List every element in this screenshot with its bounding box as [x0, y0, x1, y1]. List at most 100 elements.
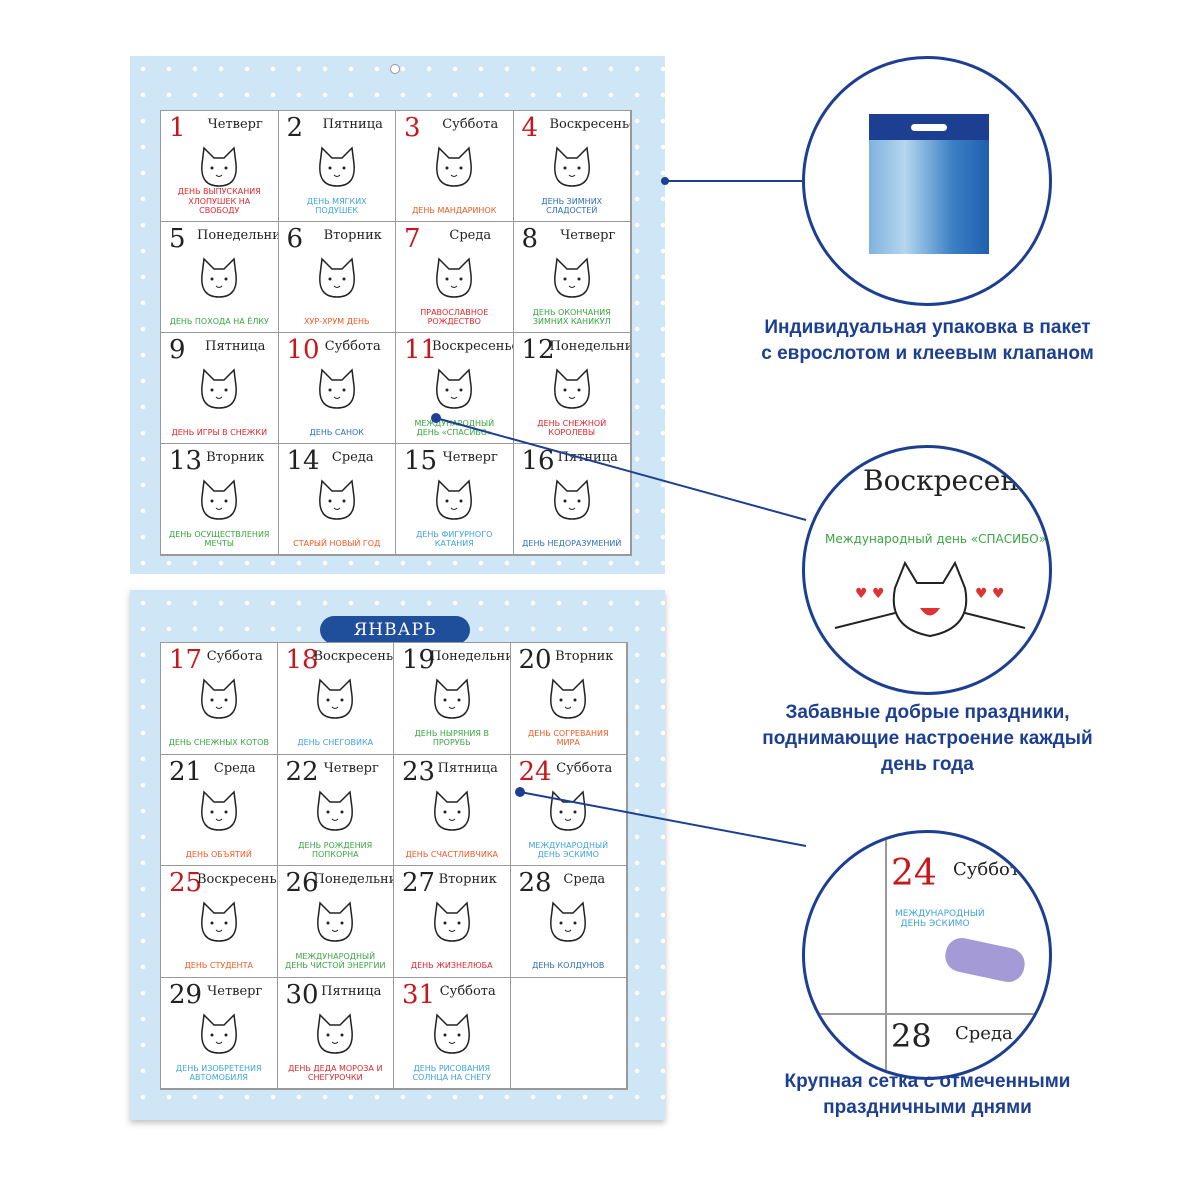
day-number: 21 — [169, 756, 203, 787]
holiday-label: День осуществления мечты — [168, 529, 270, 548]
day-number: 30 — [285, 979, 319, 1010]
holiday-label: День изобретения автомобиля — [175, 1063, 262, 1082]
holiday-label: День объятий — [185, 849, 252, 859]
weekday: Понедельник — [313, 872, 394, 887]
package-image — [869, 114, 989, 254]
eskimo-icon — [942, 935, 1028, 985]
holiday-label: День согревания мира — [527, 729, 609, 748]
cat-illustration-icon — [318, 257, 355, 298]
cat-illustration-icon — [201, 368, 238, 409]
caption-holidays: Забавные добрые праздники, поднимающие н… — [762, 702, 1093, 775]
holiday-label: Международный день эскимо — [528, 840, 609, 859]
day-cell: 30 Пятница День Деда Мороза и Снегурочки — [277, 977, 394, 1089]
day-number: 3 — [404, 113, 421, 143]
weekday: Среда — [331, 450, 374, 465]
day-number: 9 — [169, 335, 186, 365]
day-cell: 9 Пятница День игры в снежки — [161, 333, 279, 444]
day-number: 11 — [404, 335, 438, 365]
zoom-weekday: Воскресенье — [863, 464, 1051, 497]
weekday: Среда — [563, 872, 606, 887]
holiday-label: День снежных котов — [168, 738, 269, 748]
day-cell: 29 Четверг День изобретения автомобиля — [161, 977, 278, 1089]
day-cell: 14 Среда Старый Новый год — [278, 444, 396, 555]
day-number: 20 — [518, 645, 552, 675]
weekday: Четверг — [560, 228, 616, 243]
day-cell: 19 Понедельник День ныряния в прорубь — [394, 643, 511, 755]
cat-illustration-icon — [553, 368, 590, 409]
day-cell: 8 Четверг День окончания зимних каникул — [513, 222, 631, 333]
holiday-label: День игры в снежки — [171, 427, 268, 437]
holiday-label: День Деда Мороза и Снегурочки — [288, 1063, 383, 1082]
holiday-label: День окончания зимних каникул — [532, 307, 611, 326]
cat-illustration-icon — [200, 901, 237, 943]
holiday-label: День мягких подушек — [306, 196, 367, 215]
weekday: Вторник — [323, 228, 382, 243]
caption-grid: Крупная сетка с отмеченными праздничными… — [784, 1071, 1071, 1118]
weekday: Пятница — [322, 117, 383, 132]
day-cell: 5 Понедельник День похода на ёлку — [161, 222, 279, 333]
svg-text:♥ ♥: ♥ ♥ — [855, 586, 885, 602]
holiday-label: День ныряния в прорубь — [414, 729, 489, 748]
cat-illustration-icon — [317, 790, 354, 831]
day-number: 26 — [285, 868, 319, 898]
cat-illustration-icon — [318, 368, 355, 409]
holiday-label: День мандаринок — [412, 205, 497, 215]
cat-illustration-icon — [433, 901, 470, 943]
cat-illustration-icon — [553, 146, 590, 187]
holiday-label: День снеговика — [297, 738, 374, 748]
day-cell: 2 Пятница День мягких подушек — [278, 111, 396, 222]
day-cell: 21 Среда День объятий — [161, 754, 278, 866]
day-number: 10 — [286, 335, 320, 365]
holiday-label: День счастливчика — [405, 849, 498, 859]
holiday-label: День рисования солнца на снегу — [412, 1063, 492, 1082]
day-number: 19 — [402, 645, 436, 675]
day-cell: 12 Понедельник День снежной королевы — [513, 333, 631, 444]
cat-illustration-icon — [436, 479, 473, 520]
day-cell: 18 Воскресенье День снеговика — [277, 643, 394, 755]
day-cell: 24 Суббота Международный день эскимо — [510, 754, 627, 866]
day-cell: 26 Понедельник Международный день чистой… — [277, 866, 394, 978]
weekday: Вторник — [438, 872, 497, 887]
weekday: Воскресенье — [549, 117, 631, 132]
cat-illustration-icon — [317, 901, 354, 943]
holiday-label: Православное Рождество — [420, 307, 489, 326]
holiday-label: День санок — [309, 427, 364, 437]
zoom-day-number: 28 — [891, 1017, 932, 1055]
day-number: 27 — [402, 868, 436, 898]
day-number: 22 — [285, 756, 319, 787]
day-number: 18 — [285, 645, 319, 675]
weekday: Четверг — [207, 983, 263, 999]
day-number: 23 — [402, 756, 436, 787]
weekday: Воскресенье — [197, 872, 278, 887]
day-number: 1 — [169, 113, 186, 143]
holiday-label: Международный день чистой энергии — [285, 952, 386, 971]
holiday-label: Хур-хрум день — [304, 316, 370, 326]
day-cell: 23 Пятница День счастливчика — [394, 754, 511, 866]
day-cell: 4 Воскресенье День зимних сладостей — [513, 111, 631, 222]
calendar-grid-top: 1 Четверг День выпускания хлопушек на св… — [160, 110, 632, 556]
cat-illustration-icon — [317, 678, 354, 720]
weekday: Суббота — [206, 649, 263, 664]
day-number: 5 — [169, 224, 186, 254]
cat-illustration-icon — [433, 678, 470, 720]
cat-illustration-icon — [318, 479, 355, 520]
holiday-label: День снежной королевы — [537, 418, 607, 437]
day-cell: 27 Вторник День жизнелюба — [394, 866, 511, 978]
day-number: 14 — [286, 446, 320, 476]
cat-illustration-icon — [436, 368, 473, 409]
day-number: 2 — [286, 113, 304, 143]
zoom-day-number: 24 — [891, 853, 937, 894]
weekday: Пятница — [321, 983, 382, 999]
cat-illustration-icon — [433, 1013, 470, 1054]
day-number: 31 — [402, 979, 436, 1010]
day-cell: 20 Вторник День согревания мира — [510, 643, 627, 755]
svg-text:♥ ♥: ♥ ♥ — [975, 586, 1005, 602]
zoom-holiday-text: Международный день «СПАСИБО» — [825, 532, 1047, 546]
day-number: 17 — [169, 645, 203, 675]
cat-illustration-icon — [200, 678, 237, 720]
day-number: 24 — [518, 756, 552, 787]
holiday-label: Старый Новый год — [293, 538, 381, 548]
weekday: Суббота — [442, 117, 499, 132]
day-cell: 3 Суббота День мандаринок — [396, 111, 514, 222]
